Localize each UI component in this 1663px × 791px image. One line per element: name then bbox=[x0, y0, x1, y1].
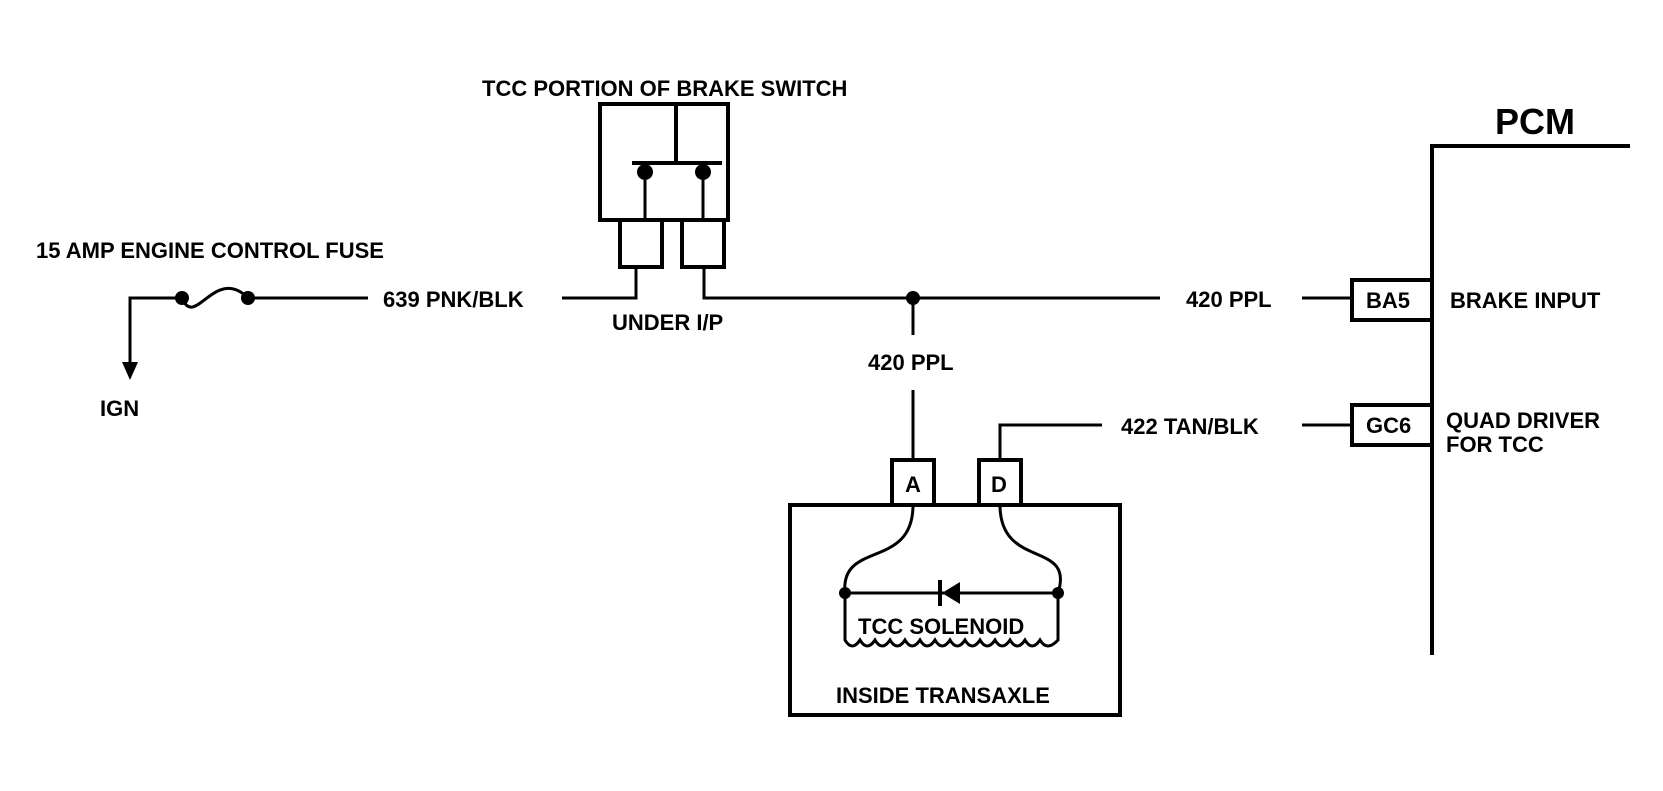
pcm-module bbox=[1430, 144, 1630, 655]
solenoid-label: TCC SOLENOID bbox=[858, 614, 1024, 639]
tcc-solenoid bbox=[839, 504, 1064, 648]
transaxle-box bbox=[788, 503, 1122, 717]
wire-420-down-label: 420 PPL bbox=[868, 350, 954, 375]
brake-input-label: BRAKE INPUT bbox=[1450, 288, 1601, 313]
fuse-label: 15 AMP ENGINE CONTROL FUSE bbox=[36, 238, 384, 263]
fuse-symbol bbox=[122, 286, 368, 380]
wire-639 bbox=[562, 267, 638, 300]
pin-a-label: A bbox=[905, 472, 921, 497]
wire-422-label: 422 TAN/BLK bbox=[1121, 414, 1259, 439]
pcm-label: PCM bbox=[1495, 101, 1575, 142]
quad-driver-label-2: FOR TCC bbox=[1446, 432, 1544, 457]
brake-switch bbox=[598, 102, 730, 269]
pin-ba5-label: BA5 bbox=[1366, 288, 1410, 313]
wire-639-label: 639 PNK/BLK bbox=[383, 287, 524, 312]
wire-422 bbox=[998, 423, 1102, 460]
ign-arrow-icon bbox=[122, 362, 138, 380]
pin-gc6-box bbox=[1350, 403, 1434, 447]
wire-420-main bbox=[702, 267, 1160, 300]
pin-d-label: D bbox=[991, 472, 1007, 497]
ign-label: IGN bbox=[100, 396, 139, 421]
pin-ba5-box bbox=[1350, 278, 1434, 322]
pin-gc6-label: GC6 bbox=[1366, 413, 1411, 438]
quad-driver-label-1: QUAD DRIVER bbox=[1446, 408, 1600, 433]
wire-420-right-label: 420 PPL bbox=[1186, 287, 1272, 312]
under-ip-label: UNDER I/P bbox=[612, 310, 723, 335]
transaxle-label: INSIDE TRANSAXLE bbox=[836, 683, 1050, 708]
switch-title: TCC PORTION OF BRAKE SWITCH bbox=[482, 76, 847, 101]
diode-icon bbox=[942, 582, 960, 604]
